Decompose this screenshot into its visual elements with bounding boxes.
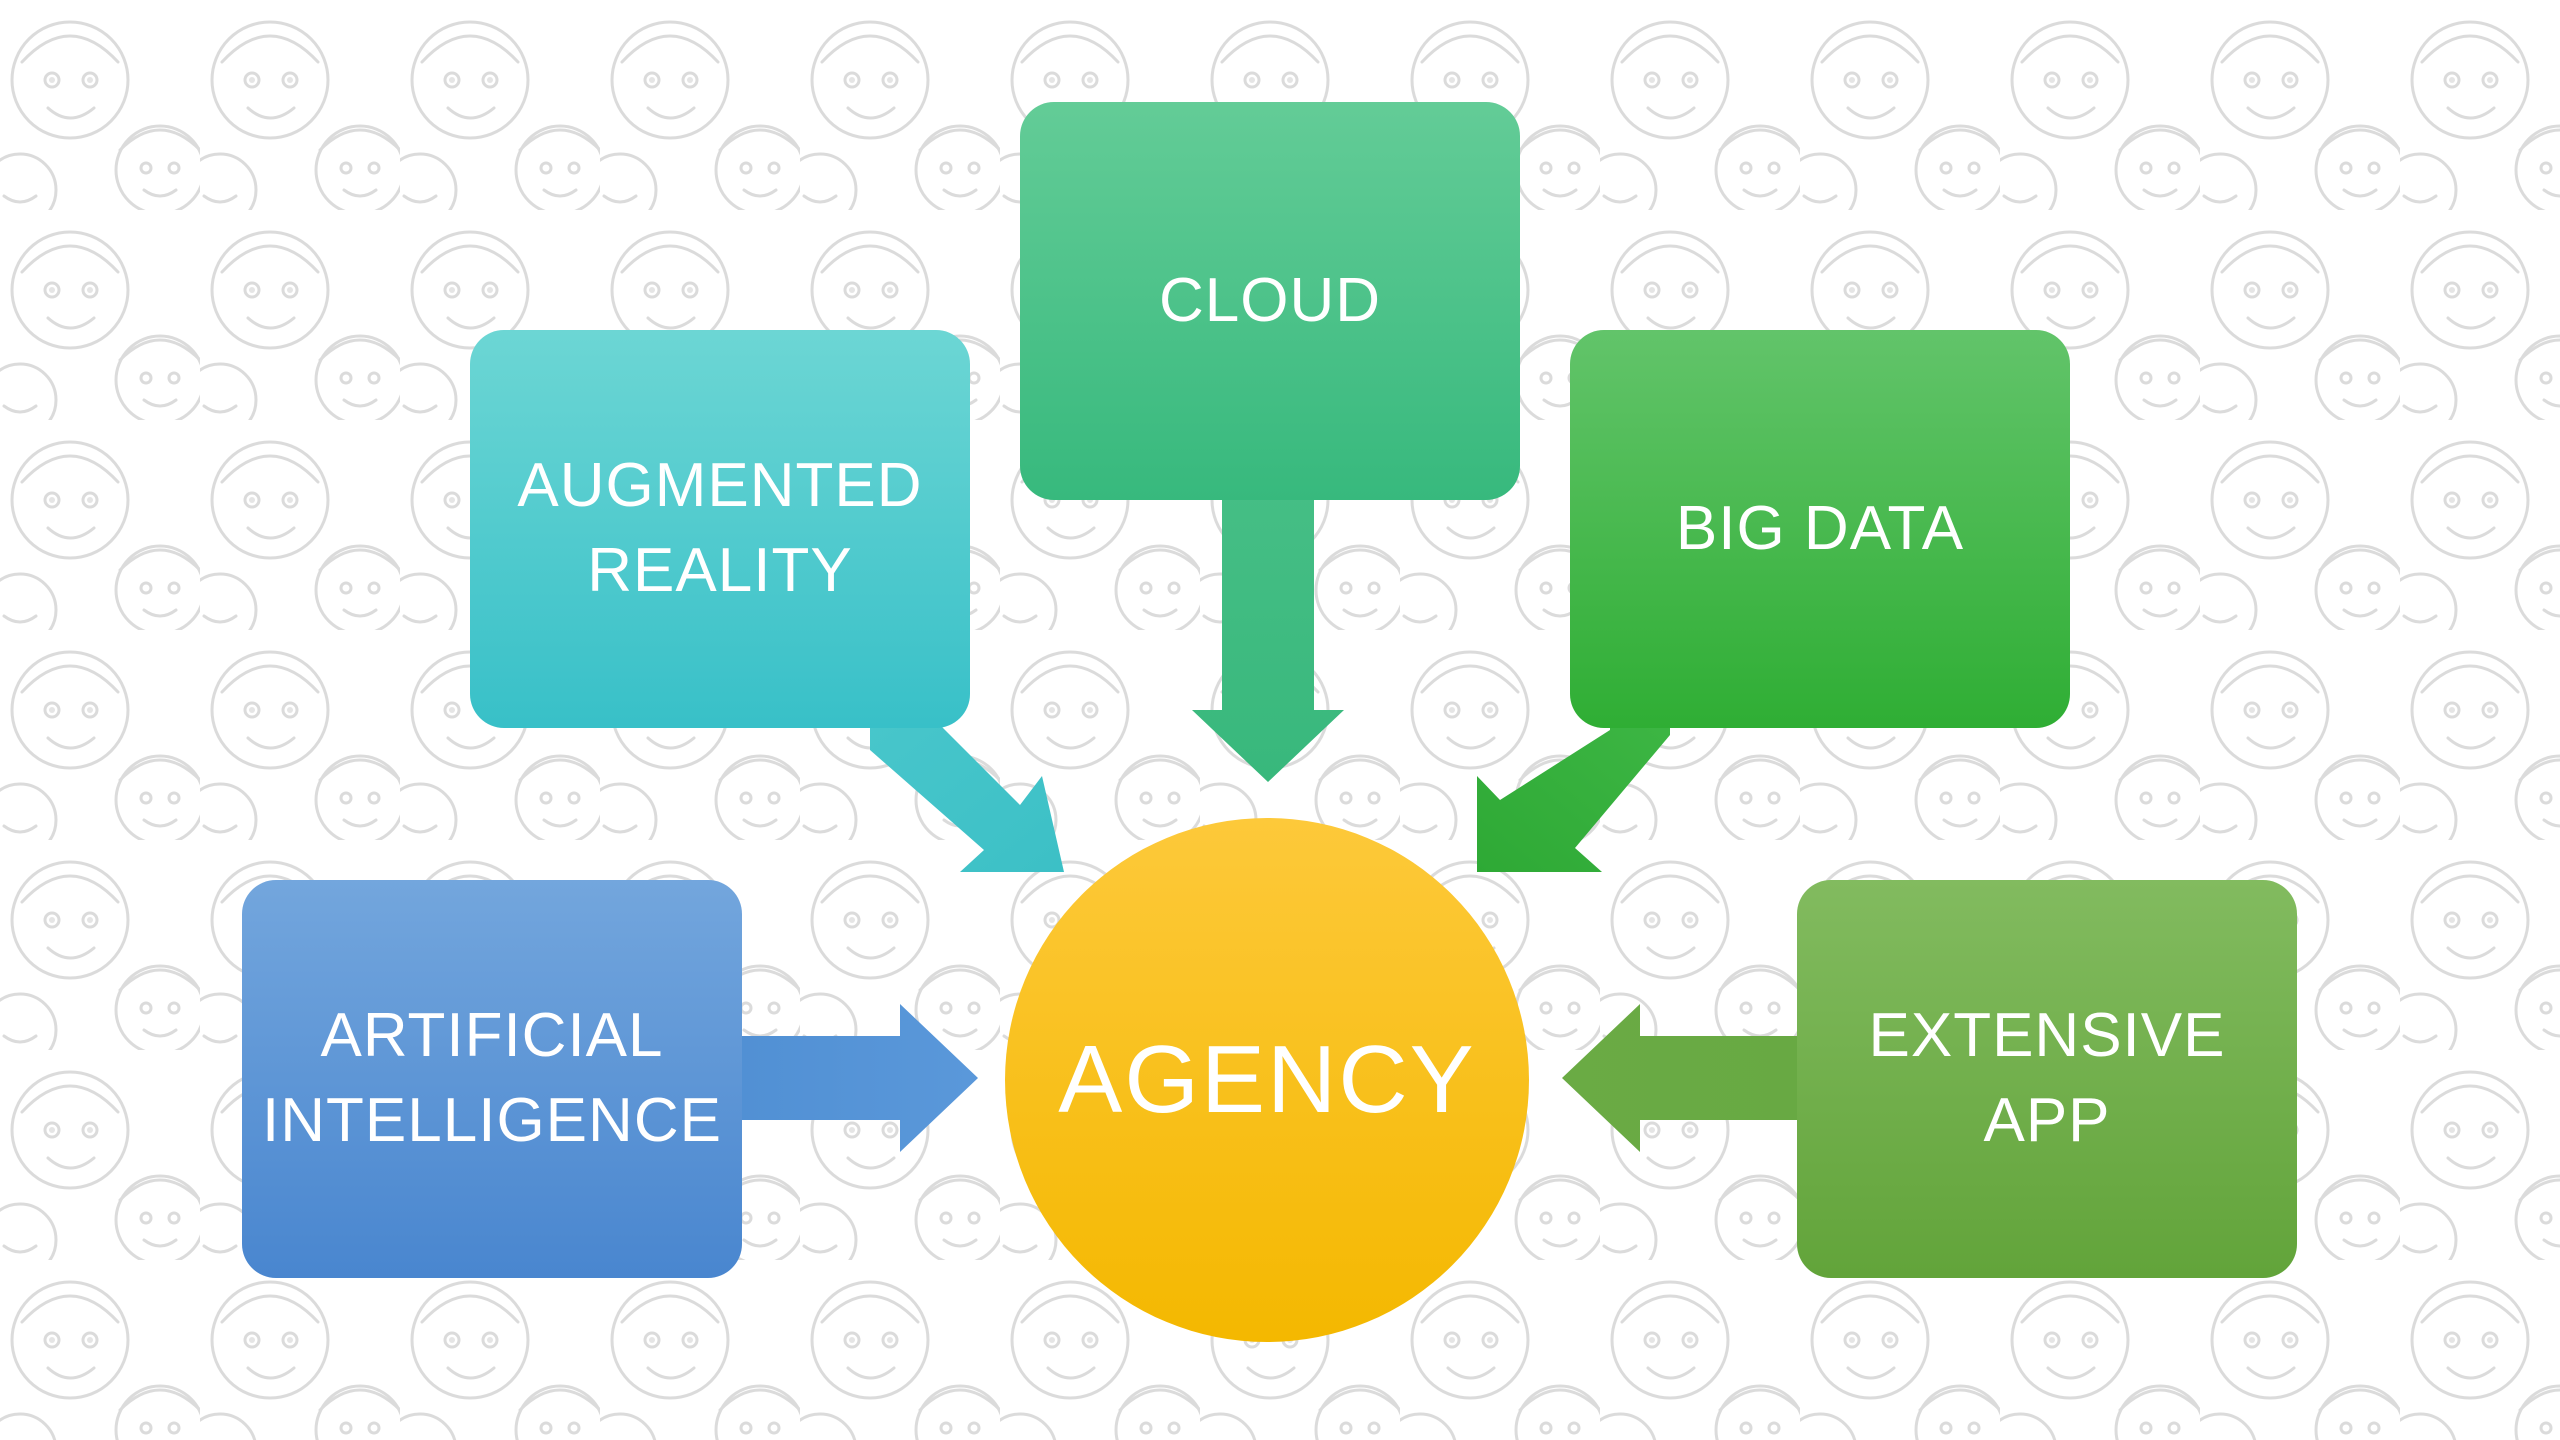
node-artificial-intelligence-label: ARTIFICIAL INTELLIGENCE	[262, 1001, 722, 1155]
node-big-data-label: BIG DATA	[1675, 493, 1965, 563]
node-extensive-app: EXTENSIVE APP	[1797, 880, 2297, 1278]
arrow-left-icon	[1562, 1004, 1800, 1152]
arrow-right-icon	[738, 1004, 978, 1152]
node-cloud-label: CLOUD	[1158, 265, 1382, 335]
hub-agency-circle: AGENCY	[1005, 818, 1529, 1342]
node-extensive-app-label: EXTENSIVE APP	[1868, 1001, 2226, 1155]
hub-label: AGENCY	[1058, 1026, 1476, 1133]
node-big-data: BIG DATA	[1570, 330, 2070, 728]
node-cloud: CLOUD	[1020, 102, 1520, 500]
arrow-down-left-icon	[1477, 715, 1670, 872]
arrow-down-right-icon	[870, 715, 1064, 872]
node-augmented-reality: AUGMENTED REALITY	[470, 330, 970, 728]
node-augmented-reality-label: AUGMENTED REALITY	[517, 451, 923, 605]
arrow-down-icon	[1192, 495, 1344, 782]
node-artificial-intelligence: ARTIFICIAL INTELLIGENCE	[242, 880, 742, 1278]
